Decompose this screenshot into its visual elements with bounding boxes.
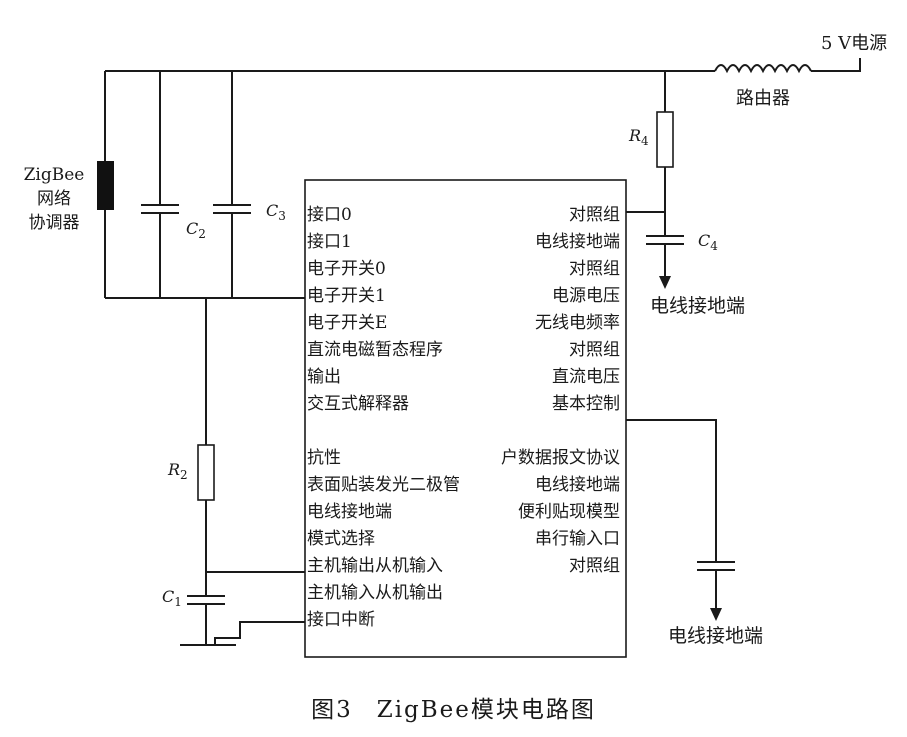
chip-right-pin: 对照组 xyxy=(569,340,620,360)
chip-left-pin: 模式选择 xyxy=(307,529,375,549)
router-coil xyxy=(714,64,812,74)
chip-left-pin: 电线接地端 xyxy=(307,502,392,522)
chip-right-pin: 串行输入口 xyxy=(535,529,620,549)
chip-left-pin: 表面贴装发光二极管 xyxy=(307,475,460,495)
chip-left-pin: 主机输出从机输入 xyxy=(307,556,443,576)
chip-left-pin: 直流电磁暂态程序 xyxy=(307,340,443,360)
coordinator-block xyxy=(97,161,114,210)
chip-right-pin: 对照组 xyxy=(569,259,620,279)
chip-right-pin: 电线接地端 xyxy=(535,232,620,252)
r4-resistor xyxy=(656,111,674,168)
chip-right-pin: 户数据报文协议 xyxy=(501,448,620,468)
chip-left-pin: 接口中断 xyxy=(307,610,375,630)
figure-caption: 图3 ZigBee模块电路图 xyxy=(0,690,907,724)
chip-right-pin: 无线电频率 xyxy=(535,313,620,333)
chip-left-pin: 电子开关0 xyxy=(307,259,386,279)
chip-right-pin: 对照组 xyxy=(569,556,620,576)
r4-label: R4 xyxy=(629,126,649,149)
chip-right-pin: 直流电压 xyxy=(552,367,620,387)
figure-number: 图3 xyxy=(311,697,353,723)
chip-right-pin: 对照组 xyxy=(569,205,620,225)
r2-resistor xyxy=(197,444,215,501)
chip-right-pin: 便利贴现模型 xyxy=(518,502,620,522)
c3-label: C3 xyxy=(266,201,286,224)
power-label: 5 V电源 xyxy=(821,33,888,54)
r2-label: R2 xyxy=(168,460,188,483)
chip-left-pin: 主机输入从机输出 xyxy=(307,583,443,603)
ground-label-bottom-right: 电线接地端 xyxy=(668,625,764,647)
figure-title: ZigBee模块电路图 xyxy=(376,697,596,723)
power-wire xyxy=(811,58,861,72)
c1-label: C1 xyxy=(162,587,182,610)
c4-label: C4 xyxy=(698,231,718,254)
zigbee-chip xyxy=(304,179,627,658)
ground-arrow-bottom xyxy=(710,608,722,621)
chip-left-pin: 输出 xyxy=(307,367,341,387)
chip-left-pin: 电子开关1 xyxy=(307,286,386,306)
coordinator-label: ZigBee 网络 协调器 xyxy=(23,165,85,233)
router-label: 路由器 xyxy=(736,88,790,109)
chip-left-pin: 接口0 xyxy=(307,205,352,225)
chip-left-pin: 交互式解释器 xyxy=(307,394,409,414)
c2-label: C2 xyxy=(186,219,206,242)
ground-arrow-top xyxy=(659,276,671,289)
ground-label-top-right: 电线接地端 xyxy=(650,295,746,317)
chip-right-pin: 基本控制 xyxy=(552,394,620,414)
chip-right-pin: 电源电压 xyxy=(552,286,620,306)
chip-left-pin: 电子开关E xyxy=(307,313,388,333)
chip-right-pin: 电线接地端 xyxy=(535,475,620,495)
chip-left-pin: 抗性 xyxy=(307,448,341,468)
chip-left-pin: 接口1 xyxy=(307,232,352,252)
